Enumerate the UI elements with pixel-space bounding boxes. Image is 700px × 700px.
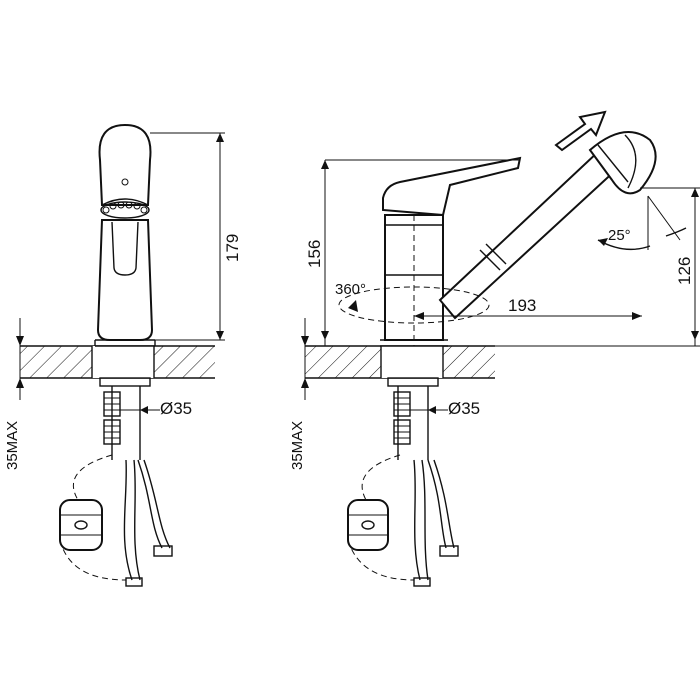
side-under-counter xyxy=(387,377,459,587)
side-diameter-label: Ø35 xyxy=(448,399,480,418)
reach-label: 193 xyxy=(508,296,536,315)
rotation-label: 360° xyxy=(335,281,366,298)
front-diameter-label: Ø35 xyxy=(160,399,192,418)
front-height-label: 179 xyxy=(223,234,242,262)
front-height-dim: 179 xyxy=(150,132,242,341)
side-valve-block xyxy=(347,454,415,581)
side-spout-height-dim: 126 xyxy=(495,187,700,347)
side-diameter-dim: Ø35 xyxy=(410,399,480,418)
side-max-thickness-dim: 35MAX xyxy=(289,318,309,470)
front-max-thickness-label: 35MAX xyxy=(4,421,21,470)
front-countertop xyxy=(20,345,215,379)
pull-direction-arrow-icon xyxy=(554,110,607,152)
front-max-thickness-dim: 35MAX xyxy=(4,318,24,470)
front-faucet-body xyxy=(94,123,156,347)
aerator-detail xyxy=(100,201,150,219)
front-valve-block xyxy=(59,454,127,581)
front-view: Ø35 179 35MAX xyxy=(4,123,242,587)
side-pullout-spout xyxy=(438,131,657,320)
front-diameter-dim: Ø35 xyxy=(120,399,192,418)
side-countertop xyxy=(305,345,495,379)
side-reach-dim: 193 xyxy=(413,215,642,346)
side-max-thickness-label: 35MAX xyxy=(289,421,306,470)
angle-label: 25° xyxy=(608,227,631,244)
side-height-dim: 156 xyxy=(305,159,520,346)
spout-height-label: 126 xyxy=(675,257,694,285)
side-view: 360° 193 25° 156 xyxy=(289,110,700,587)
rotation-arrow-icon: 360° xyxy=(335,281,490,324)
front-under-counter xyxy=(99,377,173,587)
side-height-label: 156 xyxy=(305,240,324,268)
side-angle-dim: 25° xyxy=(597,195,687,251)
